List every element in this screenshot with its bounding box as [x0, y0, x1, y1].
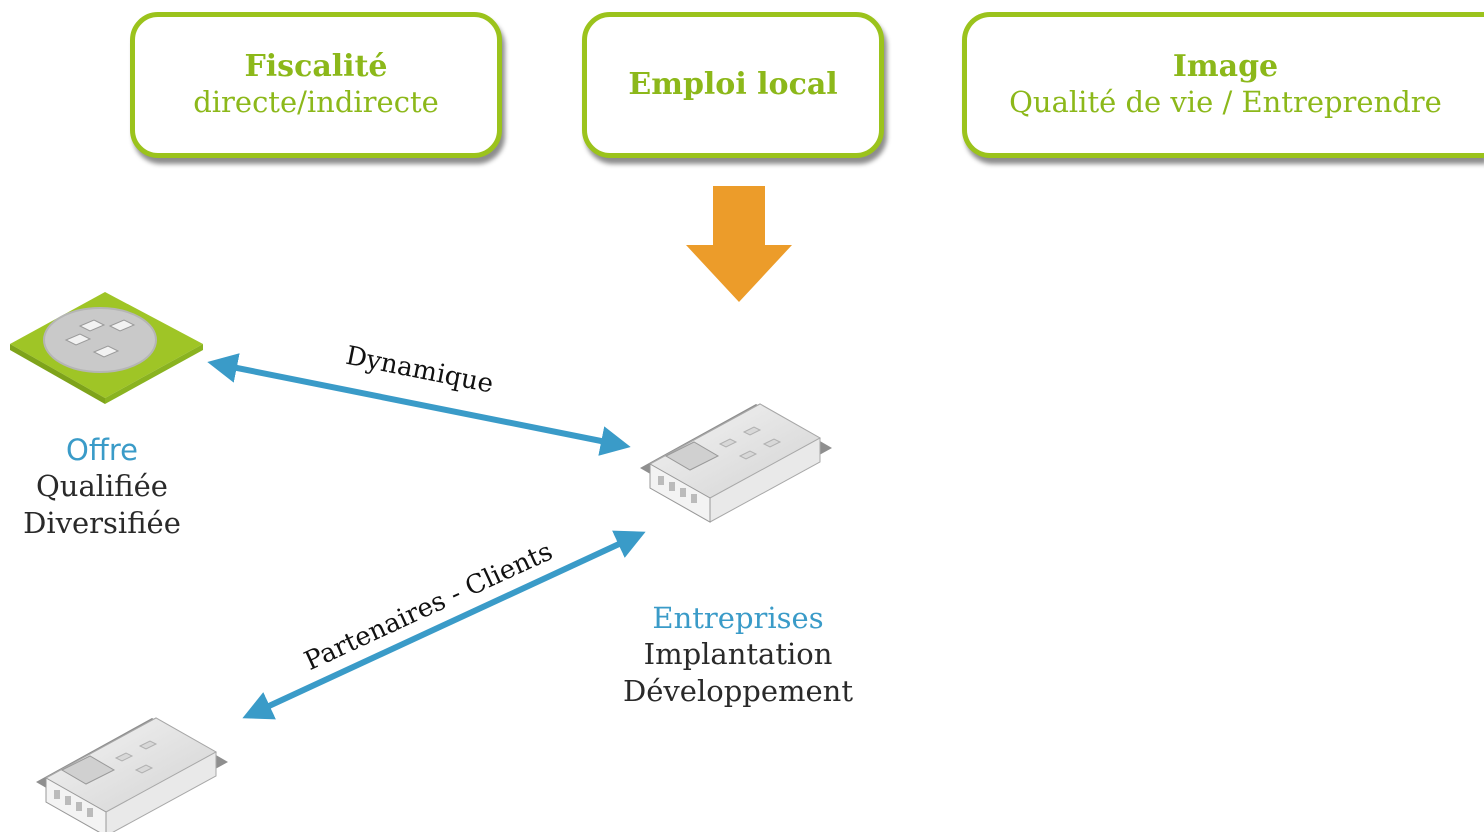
label-offre: Offre Qualifiée Diversifiée [0, 432, 204, 541]
box-fiscalite: Fiscalité directe/indirecte [130, 12, 502, 158]
label-dynamique: Dynamique [343, 341, 496, 400]
arrow-partenaires-clients [242, 530, 646, 720]
box-emploi-local-title: Emploi local [628, 66, 838, 102]
arrow-dynamique [207, 353, 631, 456]
box-fiscalite-subtitle: directe/indirecte [193, 84, 439, 119]
box-fiscalite-title: Fiscalité [244, 49, 388, 85]
label-offre-title: Offre [66, 433, 138, 467]
box-image-title: Image [1172, 49, 1279, 85]
building-icon-entreprises [640, 403, 832, 523]
label-offre-line2: Diversifiée [23, 505, 181, 540]
label-partenaires-clients: Partenaires - Clients [300, 537, 557, 677]
orange-down-arrow [686, 186, 792, 302]
box-image: Image Qualité de vie / Entreprendre [962, 12, 1484, 158]
box-image-subtitle: Qualité de vie / Entreprendre [1009, 84, 1442, 119]
label-entreprises-line2: Développement [623, 673, 853, 708]
label-entreprises-line1: Implantation [643, 637, 833, 672]
building-icon-partenaires [36, 717, 228, 832]
box-emploi-local: Emploi local [582, 12, 884, 158]
label-entreprises-title: Entreprises [652, 601, 824, 635]
label-offre-line1: Qualifiée [36, 469, 168, 504]
zone-activite-icon [10, 292, 203, 404]
label-entreprises: Entreprises Implantation Développement [598, 600, 878, 709]
